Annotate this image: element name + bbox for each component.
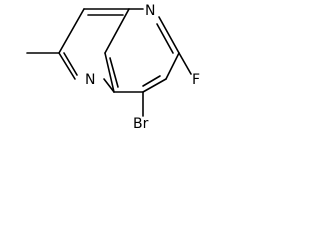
bond-c6-inner [63, 52, 78, 76]
bond-c3-c4-inner [142, 75, 161, 87]
atom-label-bromine: Br [133, 116, 149, 132]
atom-label-n-bottom: N [85, 72, 95, 88]
atom-label-n-top: N [145, 3, 155, 19]
bond-c3-f [178, 52, 192, 75]
chemical-structure-diagram: N N F Br [0, 0, 218, 136]
bond-c2-c3 [165, 52, 180, 80]
bond-c7-c6 [58, 8, 85, 54]
bond-n1-c2-inner [156, 23, 174, 54]
bond-fused-inner [109, 57, 119, 88]
bond-n5-c4a [103, 78, 115, 93]
atom-label-fluorine: F [192, 72, 200, 88]
molecule-drawing: N N F Br [26, 3, 200, 132]
bond-fused-c4a-c8a [104, 52, 115, 93]
bond-n1-c2 [158, 16, 180, 54]
bond-c6-c6methyl-ring [58, 52, 76, 80]
bond-c3-c4 [142, 78, 167, 93]
bond-c8a-c8 [104, 8, 130, 54]
